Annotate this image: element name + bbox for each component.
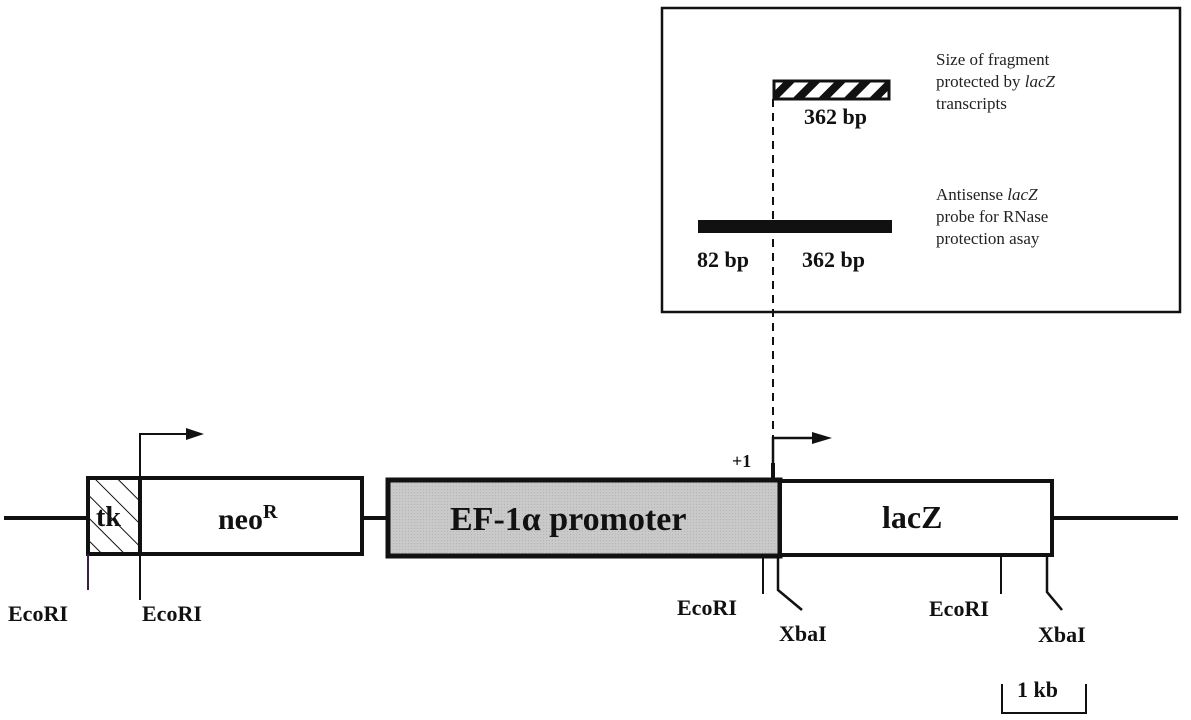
site-label-xbai-1: XbaI (779, 621, 827, 646)
neo-segment (138, 476, 364, 556)
probe-desc-line-3: protection asay (936, 229, 1040, 248)
probe-desc-text: Antisense (936, 185, 1008, 204)
antisense-probe-bar (698, 220, 892, 233)
lacz-transcription-arrow (771, 432, 832, 480)
fragment-desc-text: protected by (936, 72, 1025, 91)
site-label-ecori-4: EcoRI (929, 596, 989, 621)
fragment-desc-line-2: protected by lacZ (936, 71, 1055, 93)
site-label-ecori-1: EcoRI (8, 601, 68, 626)
neo-label-text: neo (218, 503, 263, 536)
neo-label-superscript: R (263, 501, 278, 523)
fragment-description: Size of fragment protected by lacZ trans… (936, 49, 1055, 115)
scale-bar-label: 1 kb (1017, 677, 1058, 702)
probe-description: Antisense lacZ probe for RNase protectio… (936, 184, 1048, 250)
probe-right-label: 362 bp (802, 247, 865, 272)
neo-transcription-arrow (139, 428, 204, 600)
lacz-segment (778, 479, 1054, 557)
site-label-ecori-2: EcoRI (142, 601, 202, 626)
tk-segment (86, 476, 142, 556)
probe-desc-line-2: probe for RNase (936, 207, 1049, 226)
transcription-start-label: +1 (732, 451, 752, 471)
tk-label: tk (96, 502, 121, 533)
scale-bar (1001, 684, 1087, 714)
site-label-xbai-2: XbaI (1038, 622, 1086, 647)
probe-desc-line-1: Antisense lacZ (936, 184, 1048, 206)
probe-desc-gene: lacZ (1007, 185, 1038, 204)
probe-left-label: 82 bp (697, 247, 749, 272)
inset-box (660, 6, 1182, 314)
fragment-desc-line-3: transcripts (936, 94, 1007, 113)
site-tick-xbai-2 (1045, 556, 1063, 611)
lacz-label: lacZ (882, 499, 943, 535)
site-label-ecori-3: EcoRI (677, 595, 737, 620)
neo-label: neoR (218, 502, 277, 535)
site-tick-xbai-1 (776, 556, 803, 611)
fragment-size-label: 362 bp (804, 104, 867, 129)
fragment-desc-line-1: Size of fragment (936, 50, 1050, 69)
ef1a-promoter-label: EF-1α promoter (450, 501, 687, 538)
fragment-desc-gene: lacZ (1024, 72, 1055, 91)
protected-fragment-bar (772, 79, 891, 101)
